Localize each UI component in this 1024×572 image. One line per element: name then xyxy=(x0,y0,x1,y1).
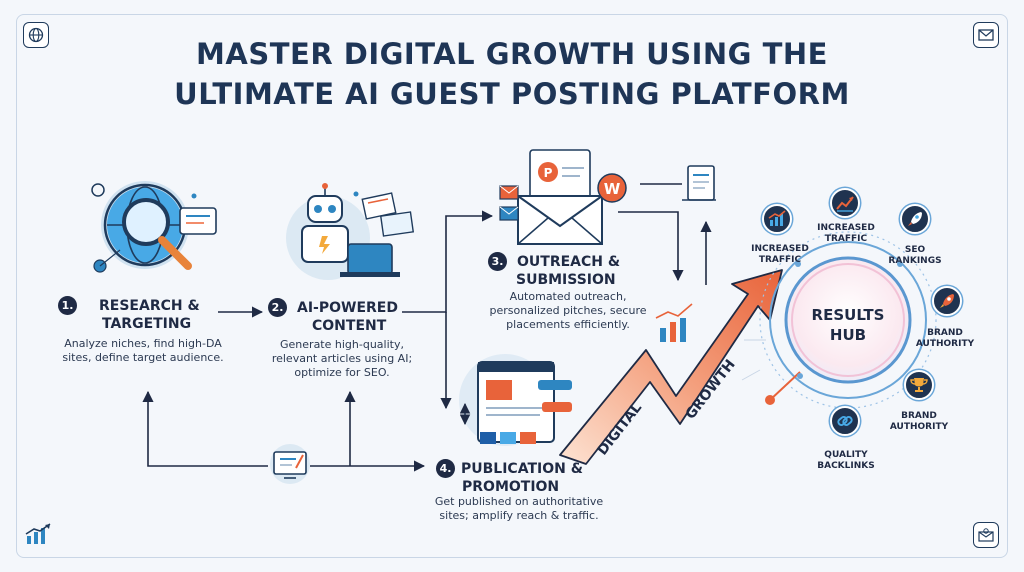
ai-robot-illustration xyxy=(286,183,415,280)
rocket-icon-2 xyxy=(932,286,962,316)
outcome-label-line: SEO xyxy=(904,245,926,255)
step-3-description: Automated outreach, personalized pitches… xyxy=(478,290,658,332)
mini-bar-chart-icon xyxy=(655,303,693,342)
monitor-icon xyxy=(270,444,310,484)
page-title: MASTER DIGITAL GROWTH USING THE ULTIMATE… xyxy=(0,34,1024,114)
mail-icon xyxy=(973,22,999,48)
step-2-desc-line-1: Generate high-quality, xyxy=(280,338,404,351)
outcome-label-quality-backlinks: QUALITY BACKLINKS xyxy=(806,450,886,472)
outcome-label-line: BACKLINKS xyxy=(817,461,875,471)
step-2-title-line-2: CONTENT xyxy=(312,318,387,334)
outcome-label-brand-authority-1: BRAND AUTHORITY xyxy=(910,328,980,350)
chain-link-icon xyxy=(830,406,860,436)
step-4-title-line-2: PROMOTION xyxy=(462,479,560,495)
outcome-label-increased-traffic-1: INCREASED TRAFFIC xyxy=(740,244,820,266)
rocket-icon xyxy=(900,204,930,234)
outcome-label-line: RANKINGS xyxy=(888,256,942,266)
step-1-title-line-2: TARGETING xyxy=(102,316,192,332)
step-3-title-line-1: OUTREACH & xyxy=(517,254,621,270)
outcome-label-line: AUTHORITY xyxy=(889,422,949,432)
step-4-title-line-1: PUBLICATION & xyxy=(461,461,583,477)
step-4-number: 4. xyxy=(436,459,455,478)
outcome-label-line: TRAFFIC xyxy=(824,234,868,244)
outcome-label-line: BRAND xyxy=(901,411,937,421)
step-3-desc-line-3: placements efficiently. xyxy=(506,318,630,331)
page-title-line-2: ULTIMATE AI GUEST POSTING PLATFORM xyxy=(174,77,850,111)
step-3-title: 3. OUTREACH & SUBMISSION xyxy=(488,252,648,289)
svg-text:W: W xyxy=(604,180,621,198)
outer-frame xyxy=(16,14,1008,558)
flow-connectors xyxy=(142,183,712,472)
results-hub-graphic xyxy=(741,231,937,409)
trend-line-icon xyxy=(830,188,860,218)
step-2-title: 2. AI-POWERED CONTENT xyxy=(268,298,408,335)
step-2-number: 2. xyxy=(268,298,287,317)
step-2-description: Generate high-quality, relevant articles… xyxy=(252,338,432,380)
step-1-desc-line-2: sites, define target audience. xyxy=(62,351,224,364)
step-1-description: Analyze niches, find high-DA sites, defi… xyxy=(48,337,238,365)
page-title-line-1: MASTER DIGITAL GROWTH USING THE xyxy=(196,37,828,71)
step-2-desc-line-3: optimize for SEO. xyxy=(294,366,390,379)
step-2-desc-line-2: relevant articles using AI; xyxy=(271,352,413,365)
digital-growth-arrow xyxy=(559,269,783,465)
mail-at-icon xyxy=(973,522,999,548)
bar-chart-corner-icon xyxy=(24,522,54,550)
outcome-label-line: TRAFFIC xyxy=(758,255,802,265)
outcome-label-seo-rankings: SEO RANKINGS xyxy=(880,245,950,267)
hub-title-line-1: RESULTS xyxy=(812,306,885,324)
step-3-number: 3. xyxy=(488,252,507,271)
outcome-label-line: AUTHORITY xyxy=(915,339,975,349)
step-1-number: 1. xyxy=(58,296,77,315)
outcome-label-line: BRAND xyxy=(927,328,963,338)
outcome-label-line: INCREASED xyxy=(751,244,809,254)
hub-title-line-2: HUB xyxy=(830,326,866,344)
trophy-icon xyxy=(904,370,934,400)
publication-illustration xyxy=(459,354,572,446)
step-1-title: 1. RESEARCH & TARGETING xyxy=(58,296,208,333)
step-3-desc-line-1: Automated outreach, xyxy=(509,290,627,303)
outcome-label-brand-authority-2: BRAND AUTHORITY xyxy=(884,411,954,433)
outcome-label-increased-traffic-2: INCREASED TRAFFIC xyxy=(806,223,886,245)
outreach-illustration: P W xyxy=(499,149,627,245)
bar-growth-icon xyxy=(762,204,792,234)
step-2-title-line-1: AI-POWERED xyxy=(297,300,398,316)
step-3-title-line-2: SUBMISSION xyxy=(516,272,616,288)
globe-icon xyxy=(23,22,49,48)
document-icon xyxy=(682,165,716,201)
step-3-desc-line-2: personalized pitches, secure xyxy=(489,304,647,317)
outcome-label-line: QUALITY xyxy=(824,450,868,460)
step-4-description: Get published on authoritative sites; am… xyxy=(424,495,614,523)
research-illustration xyxy=(91,181,217,273)
step-1-desc-line-1: Analyze niches, find high-DA xyxy=(64,337,222,350)
svg-text:P: P xyxy=(544,166,553,180)
step-4-desc-line-1: Get published on authoritative xyxy=(434,495,604,508)
step-4-desc-line-2: sites; amplify reach & traffic. xyxy=(439,509,599,522)
step-4-title: 4. PUBLICATION & PROMOTION xyxy=(436,459,606,496)
outcome-label-line: INCREASED xyxy=(817,223,875,233)
step-1-title-line-1: RESEARCH & xyxy=(99,298,200,314)
